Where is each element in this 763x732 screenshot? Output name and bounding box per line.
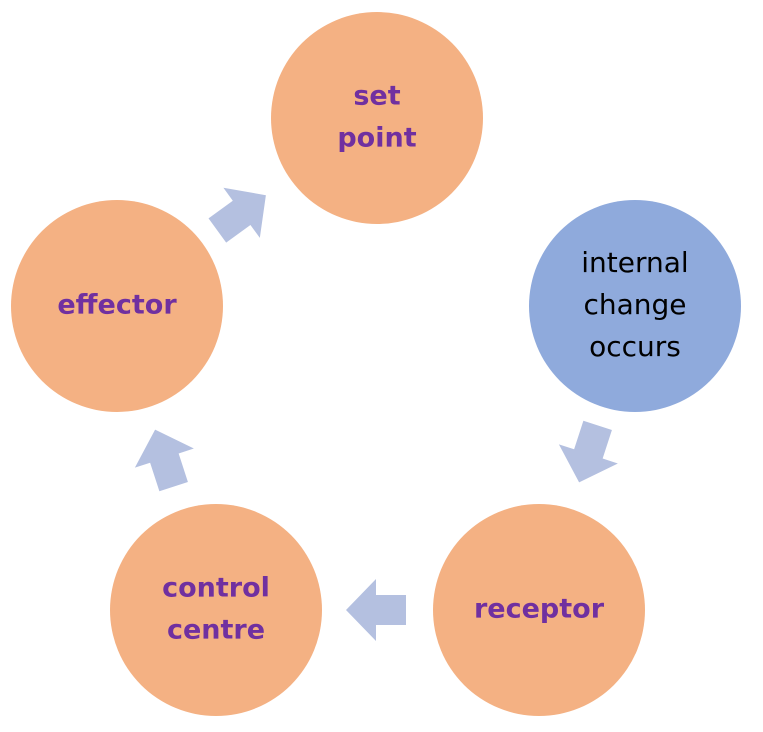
node-label: control [162,573,270,604]
node-receptor: receptor [433,504,645,716]
node-label: occurs [589,330,681,363]
node-circle [529,200,741,412]
node-label: effector [57,290,177,321]
node-label: point [337,123,416,154]
node-effector: effector [11,200,223,412]
arrow-control-centre-to-effector [134,429,194,492]
nodes-layer: set point internal change occurs receptor cont… [11,12,741,716]
arrow-effector-to-set-point [208,187,266,243]
node-label: centre [167,615,265,646]
node-set-point: set point [271,12,483,224]
node-label: receptor [474,594,605,625]
node-control-centre: control centre [110,504,322,716]
arrow-internal-change-occurs-to-receptor [558,420,618,483]
node-circle [110,504,322,716]
node-label: internal [581,246,688,279]
node-circle [271,12,483,224]
node-label: change [583,288,686,321]
edges-layer [134,187,618,641]
node-circle [11,200,223,412]
node-internal-change-occurs: internal change occurs [529,200,741,412]
node-label: set [353,81,400,112]
arrow-receptor-to-control-centre [346,579,406,641]
node-circle [433,504,645,716]
